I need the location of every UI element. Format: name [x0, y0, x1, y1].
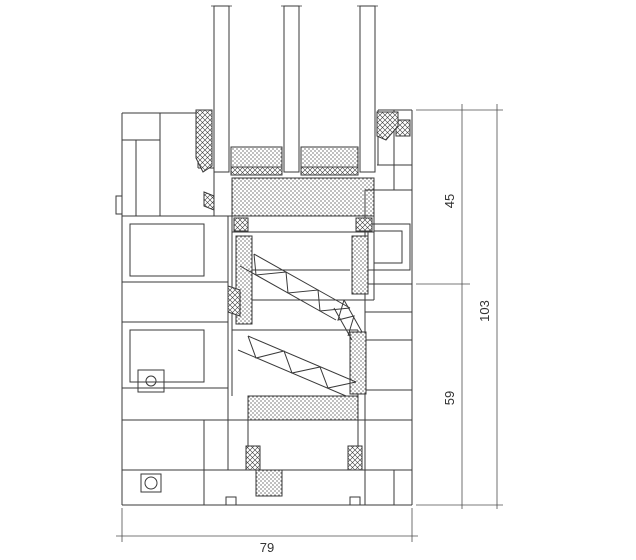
glass-pane-middle: [283, 5, 300, 173]
glazing-pad-left: [233, 217, 249, 232]
dimension-label-103: 103: [477, 300, 492, 322]
glazing-unit: [211, 5, 378, 217]
glass-pane-inner: [359, 5, 376, 173]
frame-right-profile: [364, 109, 413, 505]
glazing-spacer-right: [300, 146, 359, 168]
thermal-break-insulation: [235, 235, 369, 497]
dimension-upper-height: 45: [416, 104, 503, 509]
center-seal: [227, 285, 241, 317]
frame-right-chamber-inner: [373, 230, 403, 264]
bottom-foot-right: [349, 496, 361, 506]
dimension-lines-79: [116, 508, 418, 542]
dimension-label-59: 59: [442, 391, 457, 405]
thermal-break-right-lower: [349, 331, 367, 395]
hardware-groove-pin: [145, 375, 157, 387]
dimension-label-45: 45: [442, 194, 457, 208]
dimension-overall-height: 103: [477, 104, 498, 509]
dimension-overall-width: 79: [116, 508, 418, 555]
outer-glazing-gasket: [195, 109, 213, 173]
bottom-foot-left: [225, 496, 237, 506]
glazing-support-block: [231, 177, 375, 217]
sealant-left: [230, 166, 283, 176]
frame-left-chamber-lower: [129, 329, 205, 383]
screw-channel-housing: [140, 473, 162, 493]
bottom-seal-right: [347, 445, 363, 471]
frame-right-lines: [364, 109, 413, 505]
gaskets: [195, 109, 399, 471]
thermal-break-right-upper: [351, 235, 369, 295]
insulating-truss-upper: [239, 253, 351, 321]
dimension-lines-45: [416, 104, 503, 509]
insulating-truss-lower: [237, 335, 357, 397]
insulating-truss-branch: [333, 299, 363, 341]
insulation-plug: [255, 469, 283, 497]
dimension-label-79: 79: [260, 540, 274, 555]
dimension-lower-height: 59: [416, 391, 503, 506]
frame-rebate-gasket: [203, 191, 215, 211]
glazing-pad-right: [355, 217, 373, 232]
sealant-right: [300, 166, 359, 176]
bottom-seal-left: [245, 445, 261, 471]
frame-left-chamber-upper: [129, 223, 205, 277]
screw-channel: [144, 476, 158, 490]
thermal-break-bottom: [247, 395, 359, 421]
inner-glazing-gasket: [376, 111, 399, 141]
glass-pane-outer: [213, 5, 230, 173]
glazing-spacer-left: [230, 146, 283, 168]
hardware-groove: [137, 369, 165, 393]
